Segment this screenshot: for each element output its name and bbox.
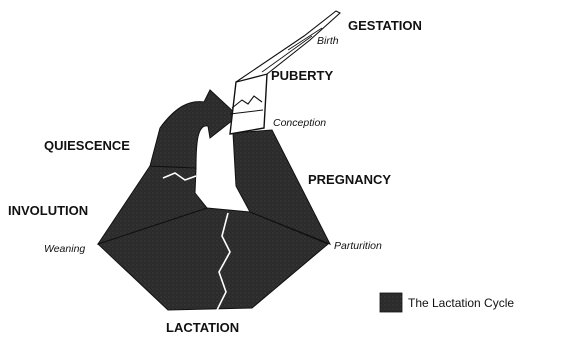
involution-label: INVOLUTION [8, 203, 88, 218]
puberty-label: PUBERTY [271, 68, 333, 83]
quiescence-label: QUIESCENCE [44, 138, 130, 153]
quiescence-arrow [150, 90, 238, 168]
legend-swatch [380, 293, 402, 312]
legend-label: The Lactation Cycle [408, 296, 514, 310]
lactation-label: LACTATION [166, 320, 239, 335]
parturition-label: Parturition [334, 240, 382, 252]
gestation-duct-line [262, 36, 312, 72]
pregnancy-label: PREGNANCY [308, 172, 391, 187]
conception-label: Conception [273, 117, 326, 129]
birth-label: Birth [317, 35, 339, 47]
gestation-label: GESTATION [348, 18, 422, 33]
weaning-label: Weaning [44, 243, 85, 255]
